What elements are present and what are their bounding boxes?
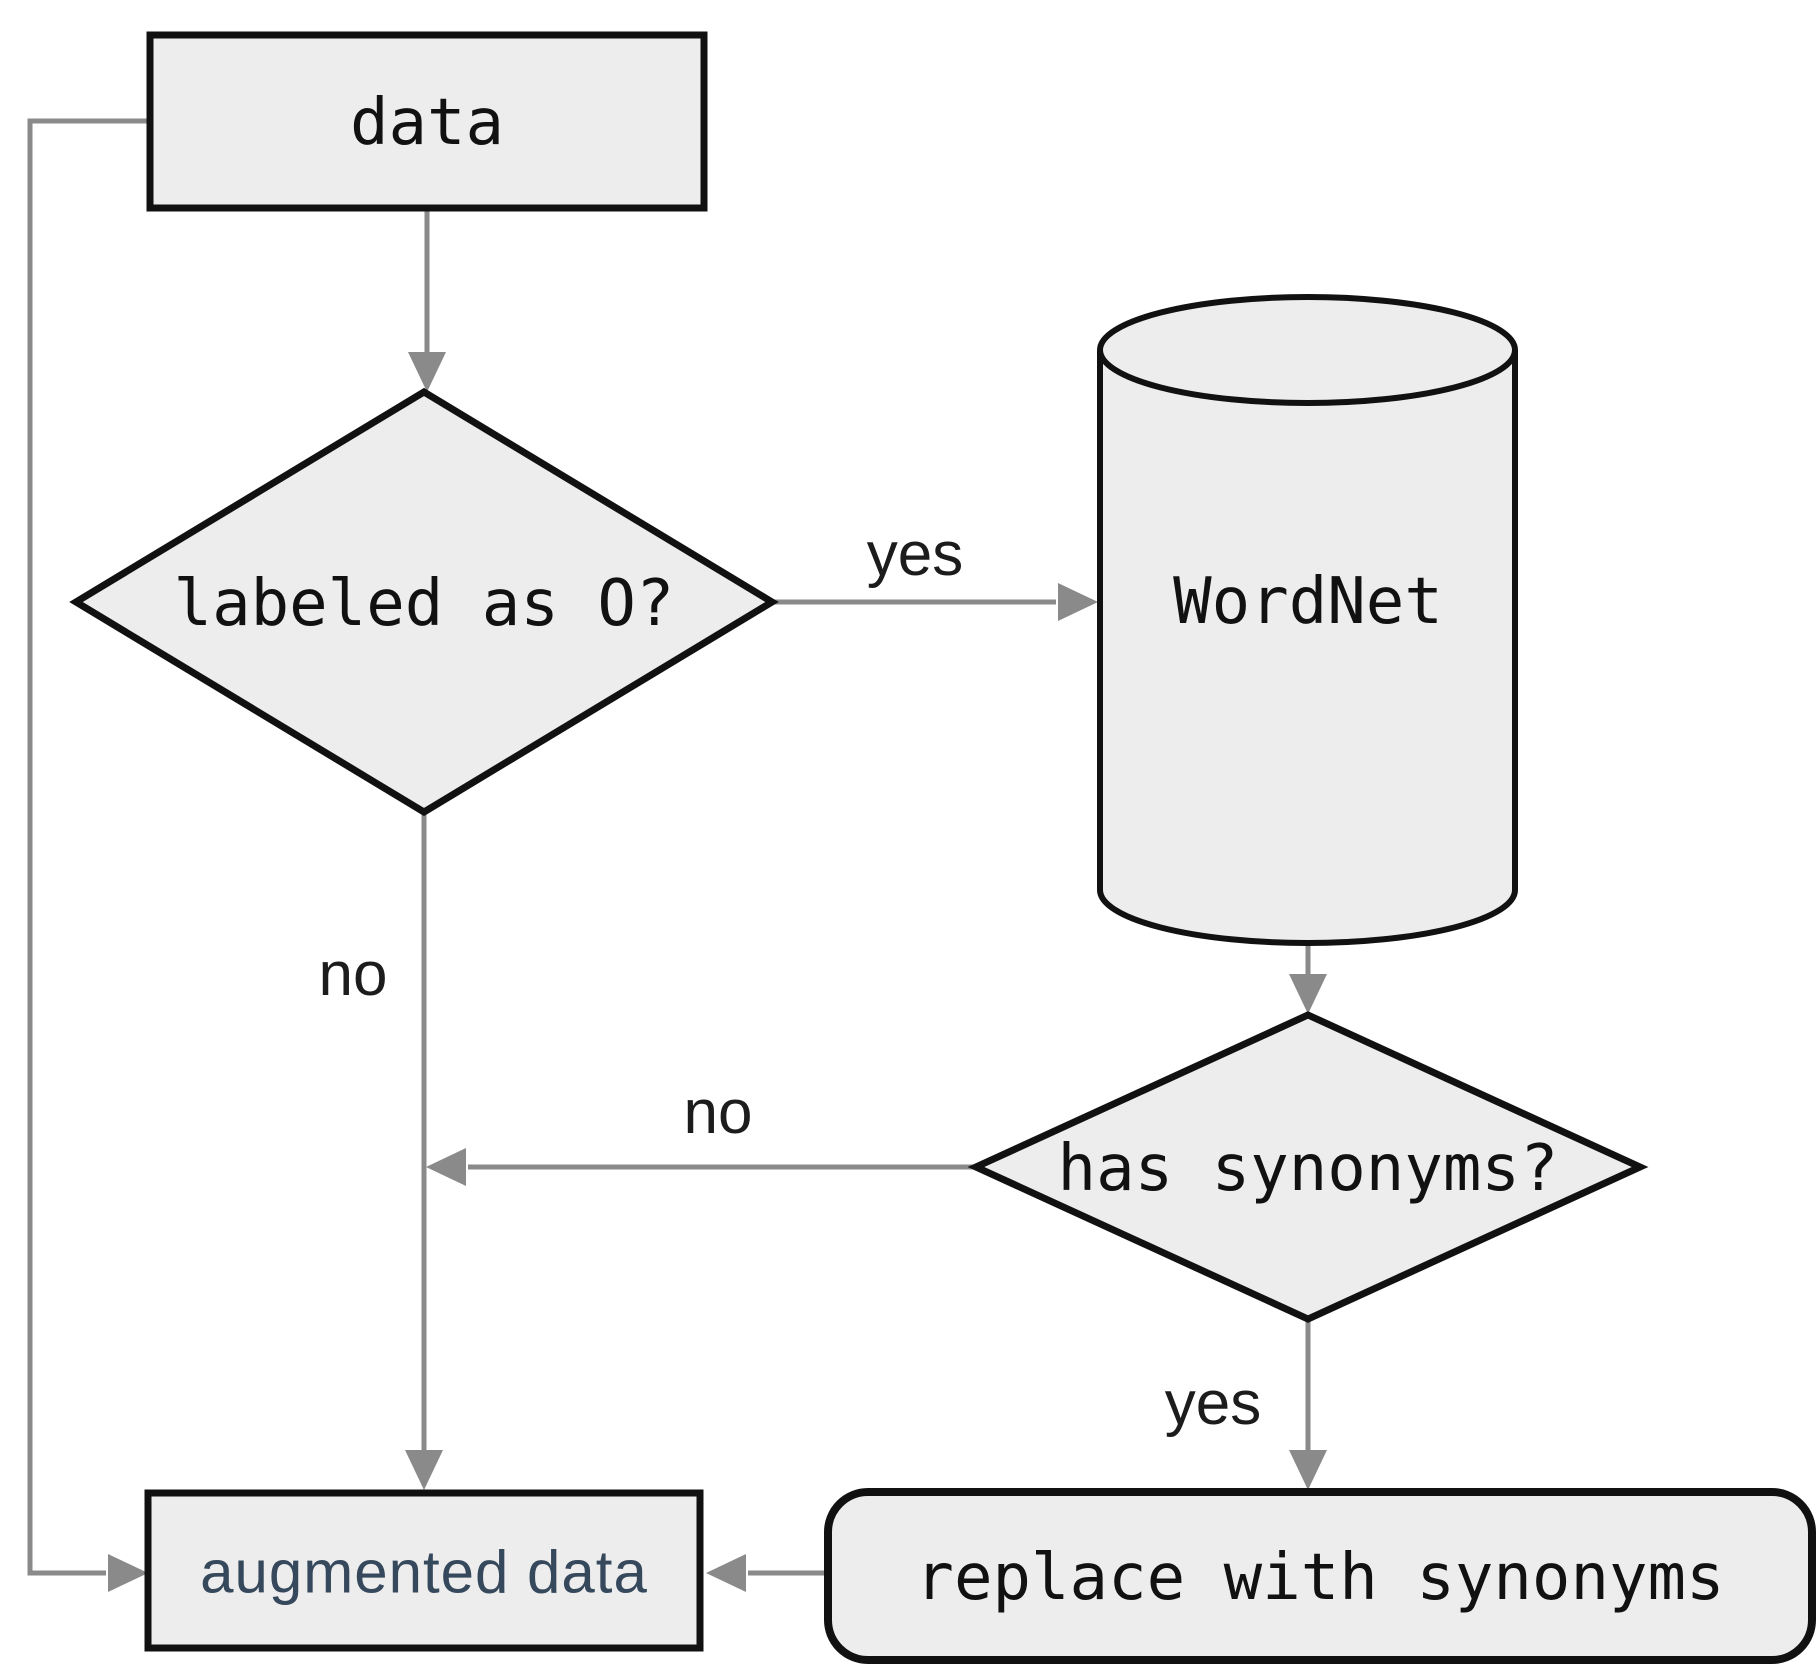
edge-wordnet-to-has-synonyms [1289,943,1327,1014]
edge-loop-line [27,118,150,1576]
edge-labeled-no-to-augmented [405,812,443,1490]
edge-labeled-yes-to-wordnet [772,583,1098,621]
wordnet-cylinder-body [1097,350,1518,946]
arrowhead-icon [108,1554,148,1592]
has-synonyms-decision: has synonyms? [967,1011,1649,1323]
wordnet-label: WordNet [1173,565,1443,639]
data-node-label: data [350,86,504,160]
wordnet-database: WordNet [1097,294,1518,946]
arrowhead-icon [405,1450,443,1490]
arrowhead-icon [408,352,446,392]
label-no-synonyms: no [684,1078,753,1147]
wordnet-cylinder-top [1097,294,1518,406]
arrowhead-icon [1289,974,1327,1014]
augmented-data-shape [144,1489,704,1652]
augmented-data-node: augmented data [144,1489,704,1652]
edge-data-to-labeled [408,208,446,392]
label-no-labeled: no [319,940,388,1009]
replace-with-synonyms-shape [824,1488,1816,1664]
labeled-as-o-label: labeled as O? [174,567,675,641]
edge-has-synonyms-yes-to-replace [1289,1319,1327,1490]
label-yes-labeled: yes [867,520,963,589]
labeled-as-o-shape [69,387,779,817]
arrowhead-icon [706,1554,746,1592]
data-node-shape [146,31,708,212]
labeled-as-o-decision: labeled as O? [69,387,779,817]
arrowhead-icon [1289,1450,1327,1490]
has-synonyms-shape [967,1011,1649,1323]
arrowhead-icon [1058,583,1098,621]
edge-replace-to-augmented [706,1554,828,1592]
replace-with-synonyms-node: replace with synonyms [824,1488,1816,1664]
label-yes-synonyms: yes [1165,1369,1261,1438]
edge-data-to-augmented-loop [27,118,150,1592]
has-synonyms-label: has synonyms? [1058,1132,1559,1206]
data-node: data [146,31,708,212]
replace-with-synonyms-label: replace with synonyms [915,1541,1724,1615]
augmented-data-label: augmented data [200,1539,648,1606]
arrowhead-icon [426,1148,466,1186]
edge-has-synonyms-no-left [426,1148,976,1186]
